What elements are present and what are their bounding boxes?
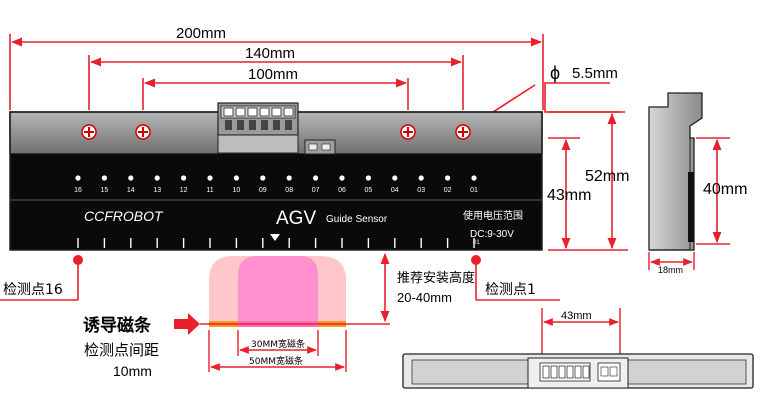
dimension-200mm: 200mm xyxy=(9,25,544,110)
led-08 xyxy=(286,175,292,181)
label-bottom-43mm: 43mm xyxy=(561,310,592,322)
sensor-body: 16 15 14 13 12 11 10 09 08 07 06 05 04 03 02 01 CCFROBO… xyxy=(9,102,543,251)
dip-switch xyxy=(304,139,336,155)
voltage-value: DC:9-30V xyxy=(470,229,514,240)
label-140mm: 140mm xyxy=(245,45,295,62)
label-200mm: 200mm xyxy=(176,25,226,42)
dimension-140mm: 140mm xyxy=(88,45,464,110)
label-detection-point-16: 检测点16 xyxy=(3,282,63,298)
led-16 xyxy=(75,175,81,181)
led-01 xyxy=(471,175,477,181)
channel-label-03: 03 xyxy=(417,187,425,194)
label-magnetic-strip: 诱导磁条 xyxy=(83,315,152,336)
led-14 xyxy=(128,175,134,181)
voltage-label: 使用电压范围 xyxy=(463,209,523,222)
channel-label-14: 14 xyxy=(127,187,135,194)
detection-point-1: 检测点1 xyxy=(471,255,560,301)
led-02 xyxy=(445,175,451,181)
phi-symbol: ϕ xyxy=(550,63,560,83)
install-height: 推荐安装高度 20-40mm xyxy=(380,252,475,323)
led-05 xyxy=(365,175,371,181)
label-43mm: 43mm xyxy=(547,187,591,204)
channel-label-09: 09 xyxy=(259,187,267,194)
label-side-18mm: 18mm xyxy=(658,265,683,275)
arrow-right-icon xyxy=(174,313,200,335)
dimension-43mm: 43mm xyxy=(547,137,591,250)
detection-ticks xyxy=(77,238,475,248)
channel-label-07: 07 xyxy=(312,187,320,194)
channel-label-15: 15 xyxy=(101,187,109,194)
bottom-view xyxy=(402,353,754,389)
label-spacing: 检测点间距 xyxy=(84,341,159,359)
channel-label-06: 06 xyxy=(338,187,346,194)
detection-point-16: 检测点16 xyxy=(0,255,83,301)
label-strip30: 30MM宽磁条 xyxy=(251,338,305,350)
label-install-height: 推荐安装高度 xyxy=(397,270,475,286)
led-09 xyxy=(260,175,266,181)
led-11 xyxy=(207,175,213,181)
led-15 xyxy=(101,175,107,181)
label-install-height-range: 20-40mm xyxy=(397,290,452,305)
led-03 xyxy=(418,175,424,181)
dimension-100mm: 100mm xyxy=(142,66,409,110)
mount-hole-2 xyxy=(135,124,151,140)
label-detection-point-1: 检测点1 xyxy=(485,282,536,298)
channel-label-10: 10 xyxy=(233,187,241,194)
label-spacing-value: 10mm xyxy=(113,363,152,379)
label-52mm: 52mm xyxy=(585,168,629,185)
dimension-side-18mm: 18mm xyxy=(648,252,695,275)
side-view xyxy=(648,92,703,251)
led-07 xyxy=(313,175,319,181)
channel-label-11: 11 xyxy=(206,187,213,194)
mount-hole-1 xyxy=(81,124,97,140)
channel-label-04: 04 xyxy=(391,187,399,194)
label-hole-diameter: 5.5mm xyxy=(572,65,618,82)
mount-hole-3 xyxy=(400,124,416,140)
led-13 xyxy=(154,175,160,181)
led-12 xyxy=(181,175,187,181)
dimension-bottom-43mm: 43mm xyxy=(541,308,621,362)
led-row: 16 15 14 13 12 11 10 09 08 07 06 05 04 03 02 01 xyxy=(74,175,478,194)
label-strip50: 50MM宽磁条 xyxy=(249,355,303,367)
channel-label-05: 05 xyxy=(365,187,373,194)
channel-label-12: 12 xyxy=(180,187,188,194)
model-name: AGV xyxy=(276,208,316,229)
magnetic-strip-label: 诱导磁条 检测点间距 10mm xyxy=(83,313,200,379)
channel-label-01: 01 xyxy=(470,187,478,194)
magnetic-strip-visual xyxy=(200,256,390,327)
dimension-side-40mm: 40mm xyxy=(696,137,747,245)
center-arrow-icon xyxy=(270,234,280,241)
channel-label-13: 13 xyxy=(153,187,161,194)
dimension-strip50: 50MM宽磁条 xyxy=(208,330,347,372)
brand-logo: CCFROBOT xyxy=(84,208,164,224)
dimension-52mm: 52mm xyxy=(548,111,629,251)
mount-hole-4 xyxy=(455,124,471,140)
led-06 xyxy=(339,175,345,181)
hole-diameter-callout: ϕ 5.5mm xyxy=(461,63,620,133)
point-mark: 01 xyxy=(473,240,480,246)
led-04 xyxy=(392,175,398,181)
led-10 xyxy=(233,175,239,181)
channel-label-08: 08 xyxy=(285,187,293,194)
label-100mm: 100mm xyxy=(248,66,298,83)
terminal-block xyxy=(217,102,299,154)
model-subtitle: Guide Sensor xyxy=(326,214,388,225)
dimension-strip30: 30MM宽磁条 xyxy=(237,330,319,356)
label-side-40mm: 40mm xyxy=(703,181,747,198)
channel-label-02: 02 xyxy=(444,187,452,194)
channel-label-16: 16 xyxy=(74,187,82,194)
